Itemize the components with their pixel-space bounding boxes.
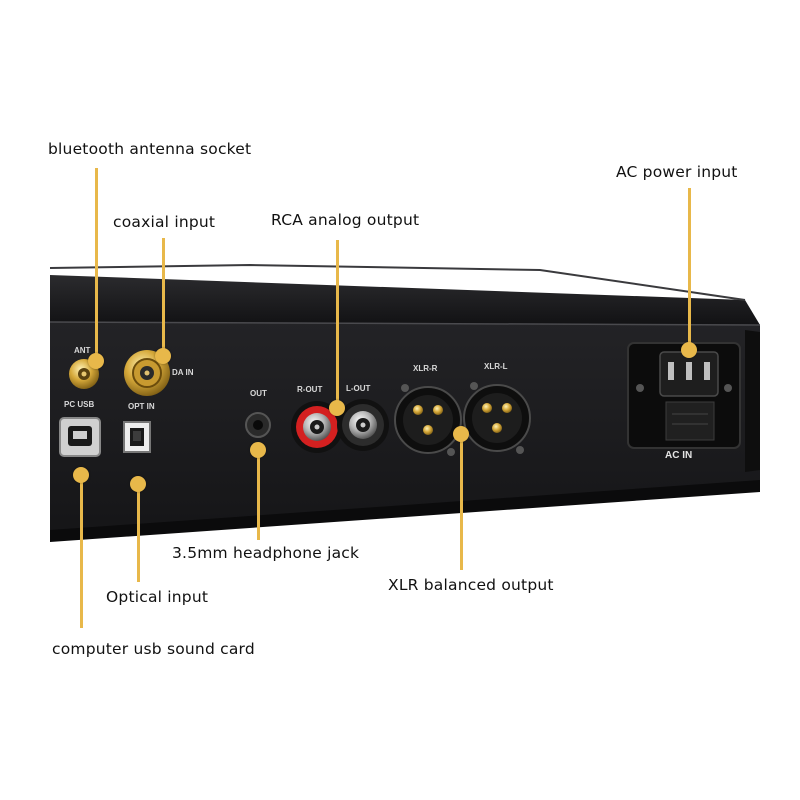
panel-label-coax-in: DA IN — [172, 368, 194, 377]
rca-right-socket — [291, 401, 343, 453]
marker-coaxial-dot — [155, 348, 171, 364]
optical-port — [123, 421, 151, 453]
marker-optical-dot — [130, 476, 146, 492]
leader-ac — [688, 188, 691, 348]
panel-label-ant: ANT — [74, 346, 91, 355]
leader-coaxial — [162, 238, 165, 353]
leader-optical — [137, 482, 140, 582]
leader-rca — [336, 240, 339, 405]
callout-coaxial: coaxial input — [113, 213, 216, 231]
leader-bluetooth — [95, 168, 98, 358]
callout-headphone: 3.5mm headphone jack — [172, 544, 360, 562]
xlr-right-socket — [394, 384, 462, 456]
panel-label-out: OUT — [250, 389, 267, 398]
marker-xlr-dot — [453, 426, 469, 442]
leader-headphone — [257, 448, 260, 540]
marker-headphone-dot — [250, 442, 266, 458]
callout-usb: computer usb sound card — [52, 640, 255, 658]
callout-xlr: XLR balanced output — [388, 576, 554, 594]
marker-rca-dot — [329, 400, 345, 416]
xlr-left-socket — [463, 382, 531, 454]
leader-usb — [80, 473, 83, 628]
panel-label-xlr-r: XLR-R — [413, 364, 438, 373]
panel-label-ac-in: AC IN — [665, 450, 693, 461]
marker-usb-dot — [73, 467, 89, 483]
ac-inlet — [627, 342, 741, 449]
rca-left-socket — [337, 399, 389, 451]
callout-optical: Optical input — [106, 588, 209, 606]
usb-b-port — [59, 417, 101, 457]
panel-label-xlr-l: XLR-L — [484, 362, 508, 371]
callout-ac-power: AC power input — [616, 163, 738, 181]
panel-label-opt-in: OPT IN — [128, 402, 155, 411]
marker-ac-dot — [681, 342, 697, 358]
chassis-top — [50, 275, 760, 325]
panel-label-r-out: R-OUT — [297, 385, 323, 394]
panel-label-pc-usb: PC USB — [64, 400, 95, 409]
leader-xlr — [460, 432, 463, 570]
callout-rca: RCA analog output — [271, 211, 420, 229]
callout-bluetooth: bluetooth antenna socket — [48, 140, 252, 158]
headphone-jack — [245, 412, 271, 438]
marker-bluetooth-dot — [88, 353, 104, 369]
panel-label-l-out: L-OUT — [346, 384, 371, 393]
